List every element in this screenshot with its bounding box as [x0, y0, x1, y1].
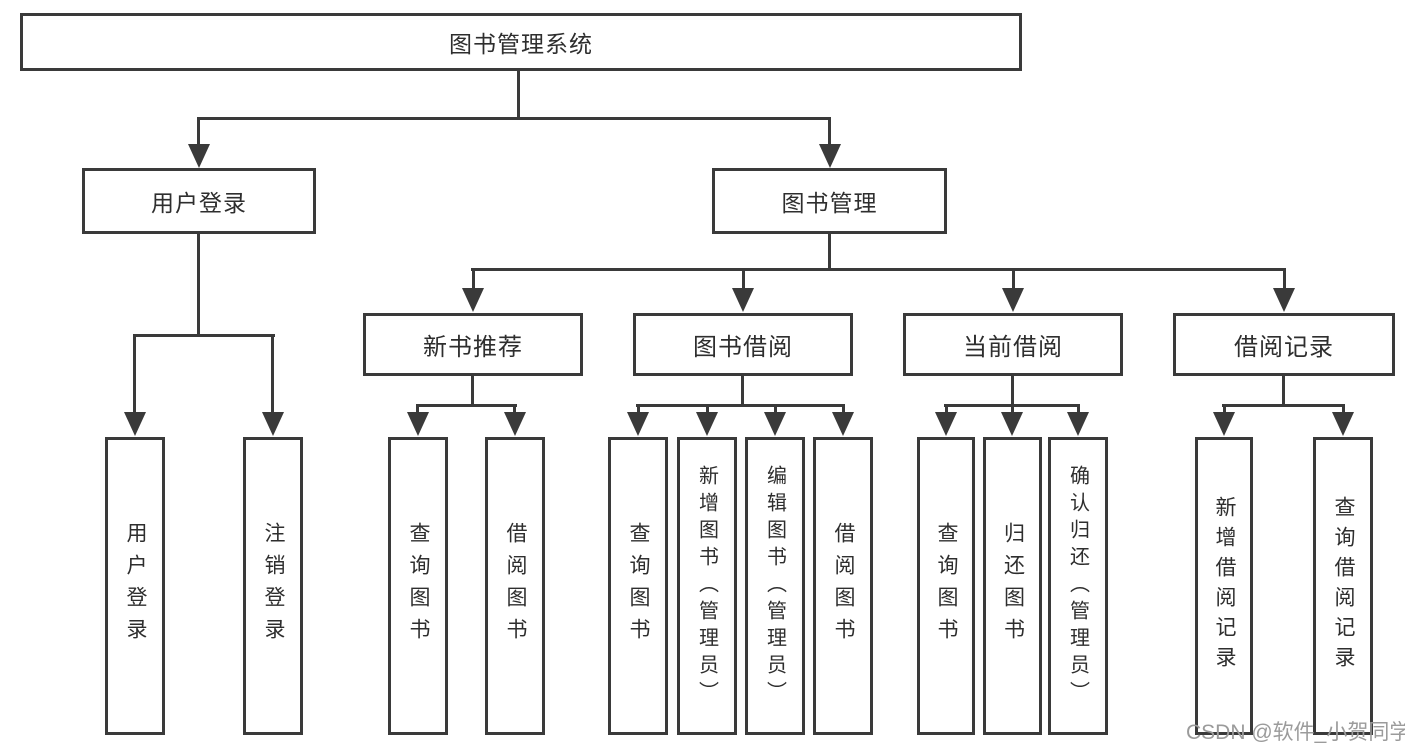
arrowhead-icon — [1002, 288, 1024, 312]
connector-stub — [828, 117, 831, 147]
leaf-query-books-borrowing: 查询图书 — [608, 437, 668, 735]
connector-stub — [945, 404, 948, 414]
node-book-management: 图书管理 — [712, 168, 947, 234]
arrowhead-icon — [764, 412, 786, 436]
leaf-label: 借阅图书 — [504, 522, 527, 650]
arrowhead-icon — [262, 412, 284, 436]
node-label: 借阅记录 — [1234, 334, 1334, 361]
arrowhead-icon — [627, 412, 649, 436]
leaf-query-books-recommend: 查询图书 — [388, 437, 448, 735]
leaf-label: 查询图书 — [627, 522, 650, 650]
arrowhead-icon — [1213, 412, 1235, 436]
connector-stub — [742, 268, 745, 290]
connector-current-vertical — [1011, 376, 1014, 407]
leaf-label: 新增借阅记录 — [1213, 496, 1236, 676]
leaf-confirm-return-admin: 确认归还（管理员） — [1048, 437, 1108, 735]
leaf-return-books: 归还图书 — [983, 437, 1042, 735]
connector-stub — [133, 334, 136, 412]
connector-stub — [1342, 404, 1345, 414]
connector-stub — [774, 404, 777, 414]
arrowhead-icon — [1273, 288, 1295, 312]
connector-stub — [513, 404, 516, 414]
connector-stub — [706, 404, 709, 414]
connector-stub — [637, 404, 640, 414]
arrowhead-icon — [504, 412, 526, 436]
connector-records-horizontal — [1222, 404, 1345, 407]
connector-records-vertical — [1282, 376, 1285, 407]
connector-new-book-horizontal — [416, 404, 517, 407]
arrowhead-icon — [819, 144, 841, 168]
connector-borrowing-vertical — [741, 376, 744, 407]
watermark: CSDN @软件_小贺同学 — [1186, 721, 1405, 744]
node-label: 新书推荐 — [423, 334, 523, 361]
connector-book-management-horizontal — [471, 268, 1286, 271]
leaf-label: 查询图书 — [935, 522, 958, 650]
connector-root-horizontal — [197, 117, 831, 120]
leaf-borrow-books-recommend: 借阅图书 — [485, 437, 545, 735]
connector-root-vertical — [517, 70, 520, 119]
connector-stub — [416, 404, 419, 414]
leaf-label: 注销登录 — [262, 522, 285, 650]
node-label: 图书管理系统 — [449, 31, 593, 57]
connector-user-login-vertical — [197, 234, 200, 336]
connector-stub — [1077, 404, 1080, 414]
node-label: 图书借阅 — [693, 334, 793, 361]
arrowhead-icon — [462, 288, 484, 312]
leaf-logout: 注销登录 — [243, 437, 303, 735]
connector-user-login-horizontal — [133, 334, 275, 337]
connector-stub — [1283, 268, 1286, 290]
leaf-add-books-admin: 新增图书（管理员） — [677, 437, 737, 735]
connector-borrowing-horizontal — [636, 404, 845, 407]
node-user-login: 用户登录 — [82, 168, 316, 234]
leaf-borrow-books-borrowing: 借阅图书 — [813, 437, 873, 735]
leaf-label: 归还图书 — [1001, 522, 1025, 650]
connector-stub — [197, 117, 200, 147]
leaf-label: 编辑图书（管理员） — [763, 464, 786, 708]
connector-new-book-vertical — [471, 376, 474, 407]
arrowhead-icon — [935, 412, 957, 436]
node-new-book-recommend: 新书推荐 — [363, 313, 583, 376]
arrowhead-icon — [407, 412, 429, 436]
connector-stub — [1223, 404, 1226, 414]
connector-book-management-vertical — [828, 234, 831, 270]
connector-stub — [271, 334, 274, 412]
node-label: 图书管理 — [781, 190, 878, 216]
connector-stub — [1012, 268, 1015, 290]
leaf-edit-books-admin: 编辑图书（管理员） — [745, 437, 805, 735]
arrowhead-icon — [1332, 412, 1354, 436]
arrowhead-icon — [832, 412, 854, 436]
node-label: 当前借阅 — [963, 334, 1063, 361]
leaf-label: 确认归还（管理员） — [1066, 464, 1089, 708]
arrowhead-icon — [188, 144, 210, 168]
leaf-query-borrowing-record: 查询借阅记录 — [1313, 437, 1373, 735]
leaf-label: 查询图书 — [407, 522, 430, 650]
leaf-label: 新增图书（管理员） — [695, 464, 718, 708]
connector-stub — [842, 404, 845, 414]
leaf-label: 用户登录 — [124, 522, 147, 650]
node-borrowing-records: 借阅记录 — [1173, 313, 1395, 376]
leaf-user-login: 用户登录 — [105, 437, 165, 735]
arrowhead-icon — [124, 412, 146, 436]
leaf-add-borrowing-record: 新增借阅记录 — [1195, 437, 1253, 735]
connector-stub — [472, 268, 475, 290]
arrowhead-icon — [1067, 412, 1089, 436]
leaf-label: 查询借阅记录 — [1332, 496, 1355, 676]
leaf-label: 借阅图书 — [832, 522, 855, 650]
node-label: 用户登录 — [151, 190, 247, 216]
arrowhead-icon — [732, 288, 754, 312]
node-library-management-system: 图书管理系统 — [20, 13, 1022, 71]
node-book-borrowing: 图书借阅 — [633, 313, 853, 376]
leaf-query-books-current: 查询图书 — [917, 437, 975, 735]
arrowhead-icon — [696, 412, 718, 436]
arrowhead-icon — [1001, 412, 1023, 436]
node-current-borrowing: 当前借阅 — [903, 313, 1123, 376]
connector-stub — [1011, 404, 1014, 414]
